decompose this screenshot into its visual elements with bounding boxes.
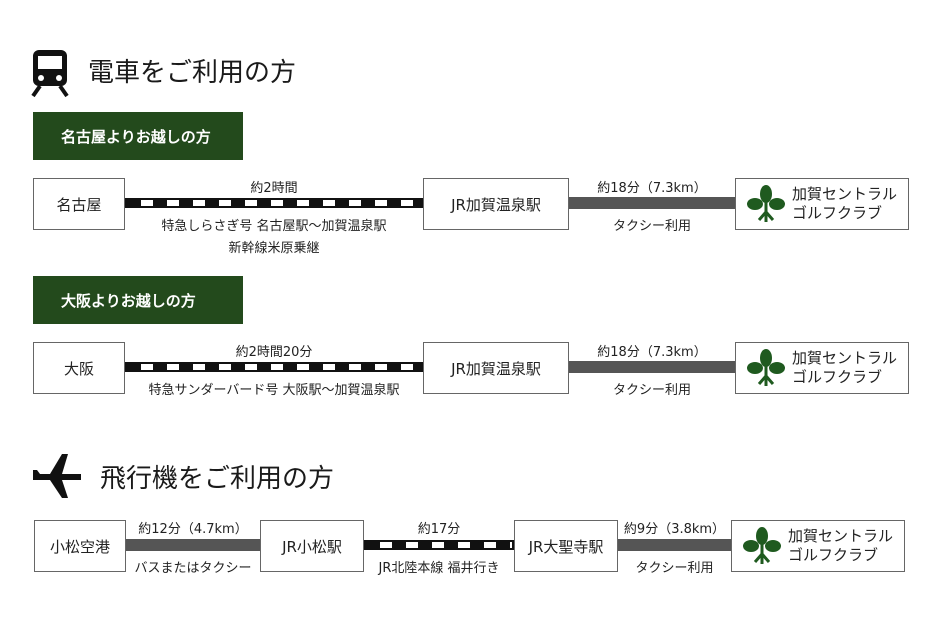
osaka-taxi-road [569,361,735,373]
osaka-rail-time: 約2時間20分 [235,345,313,360]
origin-nagoya: 名古屋 [33,178,125,230]
plane-section: 飛行機をご利用の方 小松空港 約12分（4.7km） バスまたはタクシー JR小… [0,430,950,620]
destination-name: 加賀セントラル ゴルフクラブ [788,527,894,564]
destination-golf-club-3: 加賀セントラル ゴルフクラブ [731,520,905,572]
golf-club-logo-icon [747,185,785,222]
destination-name: 加賀セントラル ゴルフクラブ [792,185,898,222]
train-icon [31,50,69,98]
nagoya-taxi-time: 約18分（7.3km） [597,181,707,196]
origin-komatsu-airport: 小松空港 [34,520,126,572]
train-section: 電車をご利用の方 名古屋よりお越しの方 名古屋 約2時間 特急しらさぎ号 名古屋… [31,50,909,398]
segment-3-time: 約9分（3.8km） [623,522,726,537]
station-komatsu: JR小松駅 [260,520,364,572]
nagoya-taxi-note: タクシー利用 [612,219,691,234]
golf-club-logo-icon [743,527,781,564]
segment-3-road [618,539,731,551]
osaka-rail-line [125,362,423,372]
segment-1-road [126,539,260,551]
segment-1-note: バスまたはタクシー [134,561,252,576]
osaka-banner: 大阪よりお越しの方 [33,276,243,324]
destination-name: 加賀セントラル ゴルフクラブ [792,349,898,386]
segment-2-time: 約17分 [417,522,461,537]
nagoya-rail-time: 約2時間 [250,181,298,196]
segment-2-note: JR北陸本線 福井行き [378,561,500,576]
segment-3-note: タクシー利用 [635,561,714,576]
destination-golf-club-2: 加賀セントラル ゴルフクラブ [735,342,909,394]
station-kaga-onsen: JR加賀温泉駅 [423,178,569,230]
station-kaga-onsen-2: JR加賀温泉駅 [423,342,569,394]
golf-club-logo-icon [747,349,785,386]
nagoya-rail-note: 特急しらさぎ号 名古屋駅〜加賀温泉駅 [161,219,387,234]
segment-2-rail [364,540,514,550]
osaka-taxi-time: 約18分（7.3km） [597,345,707,360]
nagoya-rail-note-2: 新幹線米原乗継 [228,241,320,256]
destination-golf-club: 加賀セントラル ゴルフクラブ [735,178,909,230]
osaka-taxi-note: タクシー利用 [612,383,691,398]
nagoya-rail-line [125,198,423,208]
origin-osaka: 大阪 [33,342,125,394]
station-daishoji: JR大聖寺駅 [514,520,618,572]
plane-section-title: 飛行機をご利用の方 [100,464,335,494]
nagoya-taxi-road [569,197,735,209]
airplane-icon [33,454,81,498]
train-section-title: 電車をご利用の方 [88,58,297,88]
nagoya-banner: 名古屋よりお越しの方 [33,112,243,160]
osaka-rail-note: 特急サンダーバード号 大阪駅〜加賀温泉駅 [148,383,400,398]
segment-1-time: 約12分（4.7km） [138,522,248,537]
